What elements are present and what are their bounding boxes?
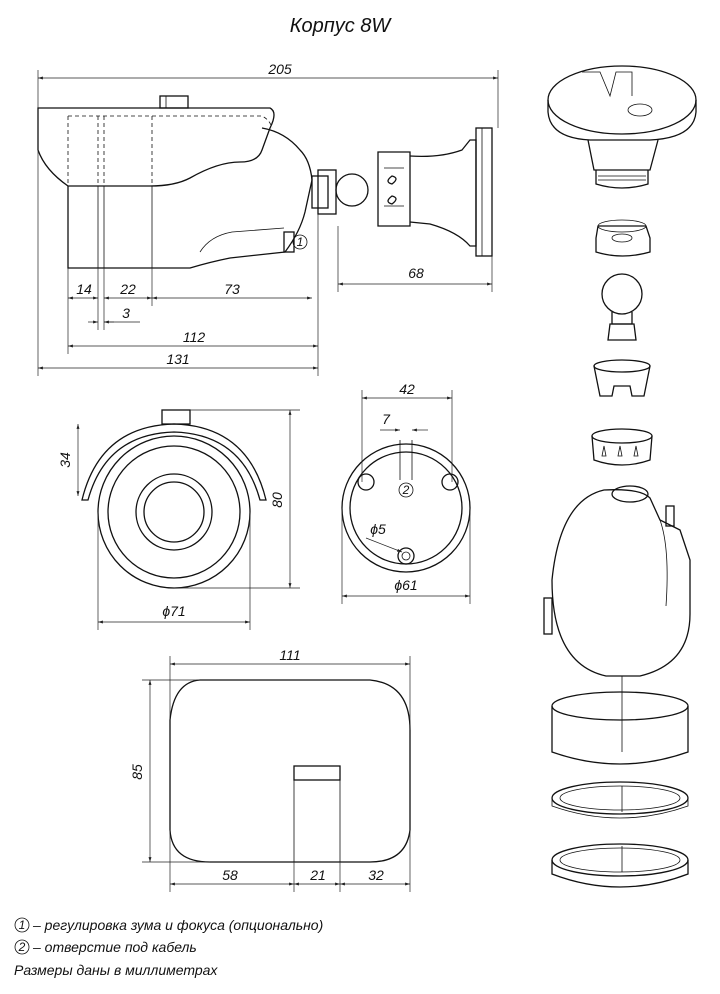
dim-21: 21: [309, 867, 326, 883]
dim-205: 205: [267, 61, 292, 77]
dim-112: 112: [183, 329, 206, 345]
dim-73: 73: [224, 281, 240, 297]
dim-3: 3: [122, 305, 130, 321]
front-view: [81, 409, 267, 589]
dim-34: 34: [57, 452, 73, 468]
dim-14: 14: [76, 281, 92, 297]
marker-2: 2: [402, 483, 410, 497]
front-dimensions: 34 80 ϕ71: [57, 409, 300, 630]
dim-80: 80: [269, 492, 285, 508]
dim-131: 131: [166, 351, 189, 367]
dim-58: 58: [222, 867, 238, 883]
dim-5: ϕ5: [370, 521, 386, 537]
legend-marker-2: 2: [18, 940, 26, 954]
marker-2-circle: [398, 482, 414, 498]
legend-item-1: – регулировка зума и фокуса (опционально…: [32, 917, 323, 933]
marker-1: 1: [297, 235, 304, 249]
dim-22: 22: [119, 281, 136, 297]
side-view: 1: [37, 95, 493, 269]
dim-32: 32: [368, 867, 384, 883]
dim-71: ϕ71: [162, 603, 185, 619]
dim-111: 111: [279, 647, 300, 663]
top-view: [169, 679, 411, 863]
base-view: 2: [341, 440, 471, 573]
exploded-view: [543, 65, 697, 888]
dim-61: ϕ61: [394, 577, 417, 593]
legend: 1 – регулировка зума и фокуса (опциональ…: [14, 917, 323, 978]
page-title: Корпус 8W: [290, 15, 393, 37]
top-dimensions: 111 85 58 21 32: [129, 647, 411, 892]
base-dimensions: 42 7 ϕ5 ϕ61: [341, 381, 471, 604]
legend-item-2: – отверстие под кабель: [32, 939, 197, 955]
marker-1-circle: [292, 234, 308, 250]
legend-note: Размеры даны в миллиметрах: [14, 962, 218, 978]
dim-85: 85: [129, 764, 145, 780]
dim-7: 7: [382, 411, 391, 427]
dim-42: 42: [399, 381, 415, 397]
dim-68: 68: [408, 265, 424, 281]
legend-marker-1: 1: [19, 918, 26, 932]
side-dimensions: 205 68 14 22 73 3 112 131: [37, 61, 499, 376]
